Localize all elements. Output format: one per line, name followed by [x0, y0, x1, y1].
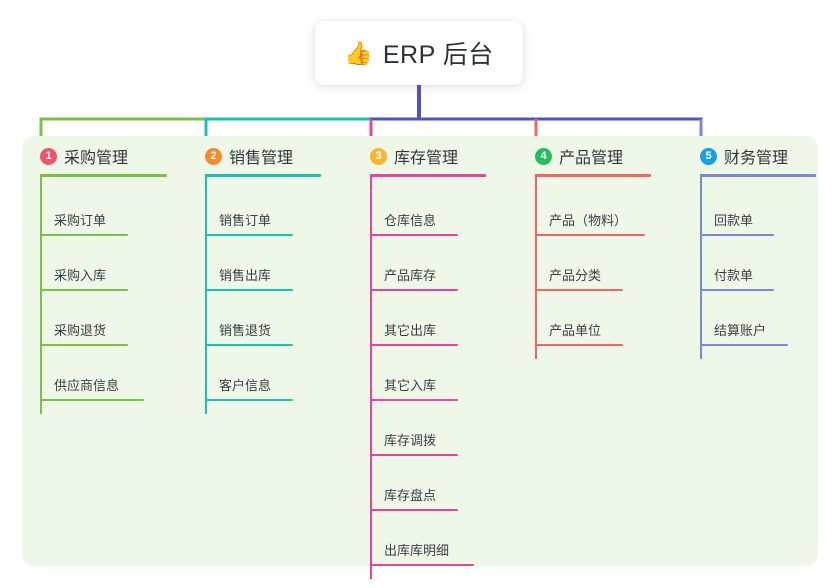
branch-item[interactable]: 采购订单 — [40, 181, 128, 236]
branch-item[interactable]: 产品（物料） — [535, 181, 645, 236]
branch-item-underline — [40, 234, 128, 236]
branch-item-underline — [40, 344, 128, 346]
branch-item-label: 其它入库 — [384, 378, 437, 393]
branch-item[interactable]: 供应商信息 — [40, 346, 144, 401]
branch-header-2[interactable]: 2 销售管理 — [205, 144, 293, 168]
branch-item-underline — [535, 234, 645, 236]
branch-item[interactable]: 库存盘点 — [370, 456, 458, 511]
root-node-content: 👍 ERP 后台 — [344, 35, 494, 71]
branch-column-2: 2 销售管理销售订单销售出库销售退货客户信息 — [187, 136, 352, 566]
branch-item-underline — [40, 289, 128, 291]
branch-column-4: 4 产品管理产品（物料） 产品分类产品单位 — [517, 136, 682, 566]
thumbs-up-icon: 👍 — [344, 39, 373, 66]
branch-item-label: 销售退货 — [219, 323, 272, 338]
branch-item-underline — [205, 399, 293, 401]
branch-number-badge: 3 — [370, 147, 387, 165]
branch-item-label: 销售出库 — [219, 268, 272, 283]
branch-item-underline — [40, 399, 144, 401]
branch-item-underline — [370, 454, 458, 456]
branch-header-3[interactable]: 3 库存管理 — [370, 144, 458, 168]
branch-item-underline — [370, 344, 458, 346]
branch-item[interactable]: 销售出库 — [205, 236, 293, 291]
branch-item[interactable]: 付款单 — [700, 236, 774, 291]
branch-item[interactable]: 其它出库 — [370, 291, 458, 346]
branch-item[interactable]: 其它入库 — [370, 346, 458, 401]
branch-spine — [700, 174, 702, 359]
branch-spine — [535, 174, 537, 359]
branch-item[interactable]: 产品分类 — [535, 236, 623, 291]
branch-header-1[interactable]: 1 采购管理 — [40, 144, 128, 168]
branch-title: 采购管理 — [64, 150, 129, 167]
branch-item[interactable]: 出库库明细 — [370, 511, 474, 566]
branch-item-label: 销售订单 — [219, 213, 272, 228]
branch-spine — [205, 174, 207, 414]
branch-item-label: 采购退货 — [54, 323, 107, 338]
branch-header-5[interactable]: 5 财务管理 — [700, 144, 788, 168]
branch-title: 销售管理 — [229, 150, 294, 167]
branch-number-badge: 2 — [205, 147, 222, 165]
branches-panel — [22, 136, 818, 566]
branch-item[interactable]: 产品单位 — [535, 291, 623, 346]
branch-number-badge: 1 — [40, 147, 57, 165]
branch-item-underline — [370, 234, 458, 236]
branch-item[interactable]: 销售退货 — [205, 291, 293, 346]
branch-underline — [370, 174, 486, 177]
branch-item-label: 出库库明细 — [384, 543, 450, 558]
branch-item-underline — [700, 344, 788, 346]
branch-item-label: 其它出库 — [384, 323, 437, 338]
branch-item[interactable]: 采购退货 — [40, 291, 128, 346]
root-node-card[interactable]: 👍 ERP 后台 — [315, 21, 523, 85]
branch-item-label: 仓库信息 — [384, 213, 437, 228]
branch-item-underline — [370, 289, 458, 291]
branch-underline — [40, 174, 167, 177]
branch-underline — [205, 174, 321, 177]
branch-title: 产品管理 — [559, 150, 624, 167]
branch-item-underline — [370, 509, 458, 511]
branch-underline — [535, 174, 651, 177]
branch-item-label: 产品库存 — [384, 268, 437, 283]
branch-item-underline — [205, 234, 293, 236]
branch-underline — [700, 174, 816, 177]
branch-item[interactable]: 仓库信息 — [370, 181, 458, 236]
branch-item-underline — [370, 564, 474, 566]
branch-item-label: 采购订单 — [54, 213, 107, 228]
branch-item-label: 回款单 — [714, 213, 754, 228]
branch-spine — [370, 174, 372, 579]
branch-item-label: 产品单位 — [549, 323, 602, 338]
branch-item-underline — [535, 344, 623, 346]
branch-item-underline — [370, 399, 458, 401]
branch-column-5: 5 财务管理回款单付款单结算账户 — [682, 136, 839, 566]
branch-columns: 1 采购管理采购订单采购入库采购退货供应商信息 2 销售管理销售订单销售出库销售退货客… — [22, 136, 818, 579]
branch-item-label: 付款单 — [714, 268, 754, 283]
branch-item-label: 产品分类 — [549, 268, 602, 283]
branch-item-label: 供应商信息 — [54, 378, 120, 393]
branch-number-badge: 4 — [535, 147, 552, 165]
branch-item-label: 库存调拨 — [384, 433, 437, 448]
branch-item[interactable]: 采购入库 — [40, 236, 128, 291]
branch-header-4[interactable]: 4 产品管理 — [535, 144, 623, 168]
branch-title: 库存管理 — [394, 150, 459, 167]
branch-item[interactable]: 产品库存 — [370, 236, 458, 291]
branch-column-3: 3 库存管理仓库信息产品库存其它出库其它入库库存调拨库存盘点出库库明细 — [352, 136, 517, 579]
branch-item-underline — [700, 289, 774, 291]
branch-item-label: 库存盘点 — [384, 488, 437, 503]
branch-number-badge: 5 — [700, 147, 717, 165]
branch-item-underline — [700, 234, 774, 236]
branch-item-label: 产品（物料） — [549, 213, 628, 228]
branch-item-underline — [535, 289, 623, 291]
branch-title: 财务管理 — [724, 150, 789, 167]
branch-spine — [40, 174, 42, 414]
branch-item-label: 结算账户 — [714, 323, 767, 338]
branch-item[interactable]: 客户信息 — [205, 346, 293, 401]
branch-item-underline — [205, 344, 293, 346]
branch-item-underline — [205, 289, 293, 291]
branch-item[interactable]: 销售订单 — [205, 181, 293, 236]
branch-item-label: 客户信息 — [219, 378, 272, 393]
branch-item[interactable]: 库存调拨 — [370, 401, 458, 456]
branch-item[interactable]: 结算账户 — [700, 291, 788, 346]
root-node-title: ERP 后台 — [382, 41, 494, 69]
branch-column-1: 1 采购管理采购订单采购入库采购退货供应商信息 — [22, 136, 187, 566]
branch-item[interactable]: 回款单 — [700, 181, 774, 236]
branch-item-label: 采购入库 — [54, 268, 107, 283]
